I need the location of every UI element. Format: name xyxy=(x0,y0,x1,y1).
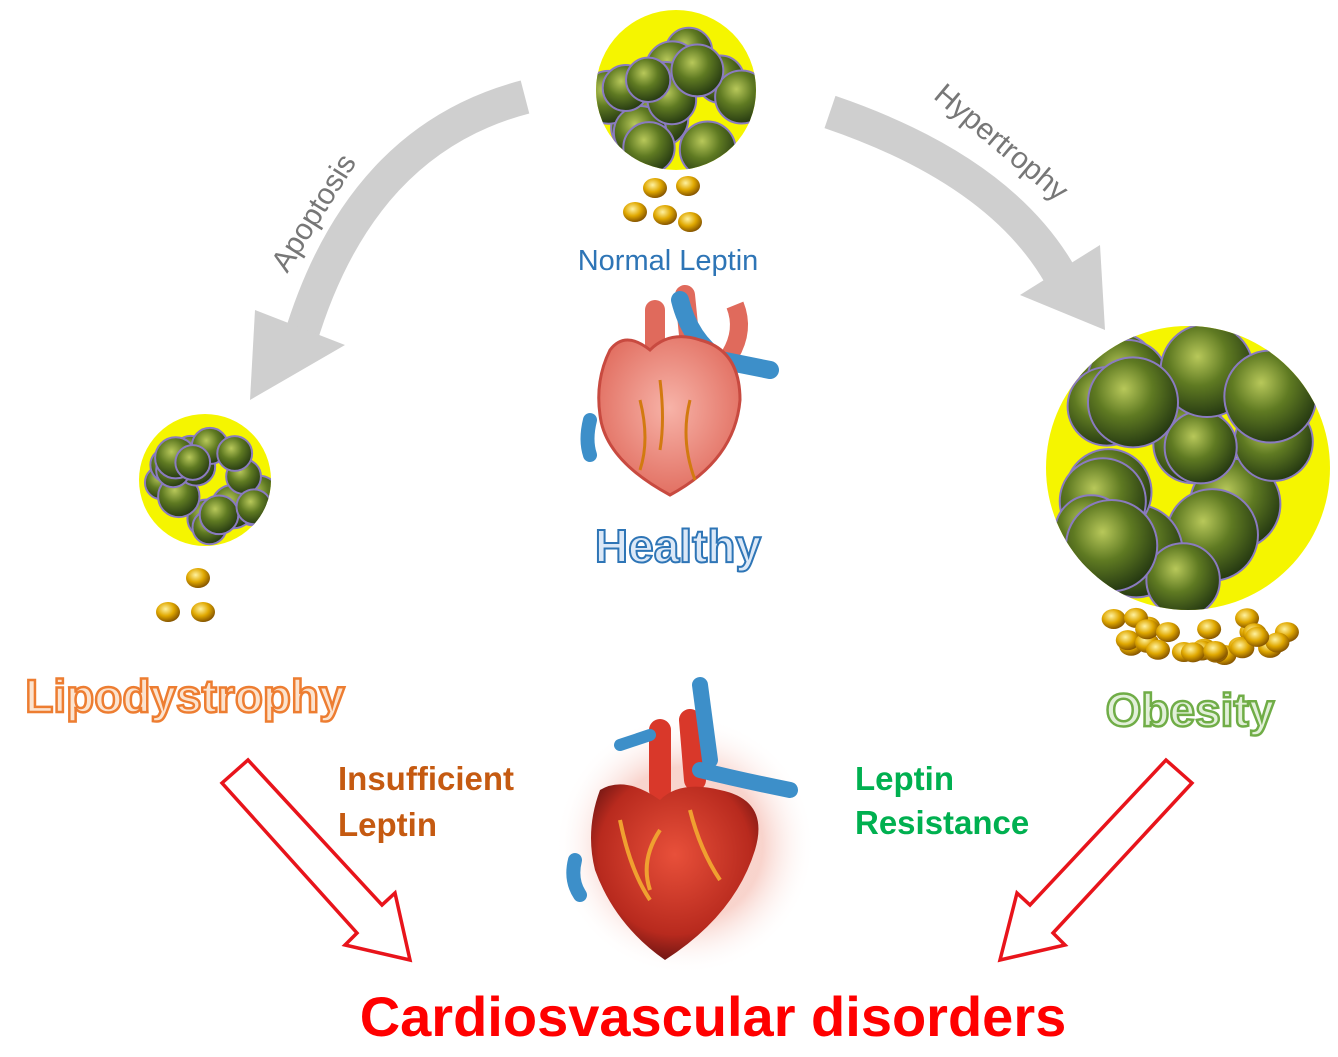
adipocyte xyxy=(1163,410,1238,485)
right-to-cvd-arrow xyxy=(997,757,1195,963)
adipocyte xyxy=(625,56,672,103)
adipocyte xyxy=(714,69,756,125)
leptin-droplet xyxy=(676,176,700,196)
leptin-droplet xyxy=(186,568,210,588)
adipocyte xyxy=(1086,356,1180,449)
healthy-label: Healthy xyxy=(595,520,762,572)
insufficient-leptin-line1: Insufficient xyxy=(338,760,514,797)
adipocyte xyxy=(1223,349,1318,444)
leptin-droplet xyxy=(156,602,180,622)
adipocyte xyxy=(174,444,212,481)
adipocyte xyxy=(678,120,737,170)
leptin-droplet xyxy=(1265,632,1290,653)
hypertrophy-arrow xyxy=(824,95,1105,330)
adipocyte xyxy=(670,43,725,98)
leptin-droplet xyxy=(1203,640,1228,661)
healthy-heart-icon xyxy=(580,285,779,497)
lipodystrophy-label: Lipodystrophy xyxy=(25,670,345,722)
leptin-droplets xyxy=(156,176,1299,666)
leptin-droplet xyxy=(191,602,215,622)
leptin-droplet xyxy=(623,202,647,222)
adipocyte xyxy=(198,494,240,536)
adipocyte xyxy=(622,121,676,170)
leptin-droplet xyxy=(643,178,667,198)
lipodystrophy-adipocyte-cluster xyxy=(139,414,271,546)
leptin-resistance-line1: Leptin xyxy=(855,760,954,797)
diseased-heart-icon xyxy=(555,677,815,975)
normal-adipocyte-cluster xyxy=(596,10,756,170)
leptin-droplet xyxy=(1135,619,1160,640)
leptin-droplet xyxy=(1115,630,1140,651)
insufficient-leptin-line2: Leptin xyxy=(338,806,437,843)
leptin-droplet xyxy=(1245,626,1270,647)
obesity-label: Obesity xyxy=(1106,684,1275,736)
leptin-resistance-line2: Resistance xyxy=(855,804,1029,841)
leptin-droplet xyxy=(678,212,702,232)
adipocyte xyxy=(1145,542,1221,610)
left-to-cvd-arrow xyxy=(219,757,413,963)
leptin-droplet xyxy=(1180,642,1205,663)
leptin-droplet xyxy=(1235,608,1260,629)
adipocyte xyxy=(1065,499,1159,593)
cardiovascular-disorders-label: Cardiosvascular disorders xyxy=(360,985,1067,1048)
leptin-droplet xyxy=(653,205,677,225)
leptin-droplet xyxy=(1197,619,1222,640)
leptin-droplet xyxy=(1145,639,1170,660)
leptin-droplet xyxy=(1155,622,1180,643)
adipocyte xyxy=(235,488,271,526)
normal-leptin-label: Normal Leptin xyxy=(578,245,759,277)
apoptosis-arrow xyxy=(250,80,530,400)
adipocyte xyxy=(216,435,254,472)
leptin-droplet xyxy=(1101,608,1126,629)
obesity-adipocyte-cluster xyxy=(1046,326,1330,610)
